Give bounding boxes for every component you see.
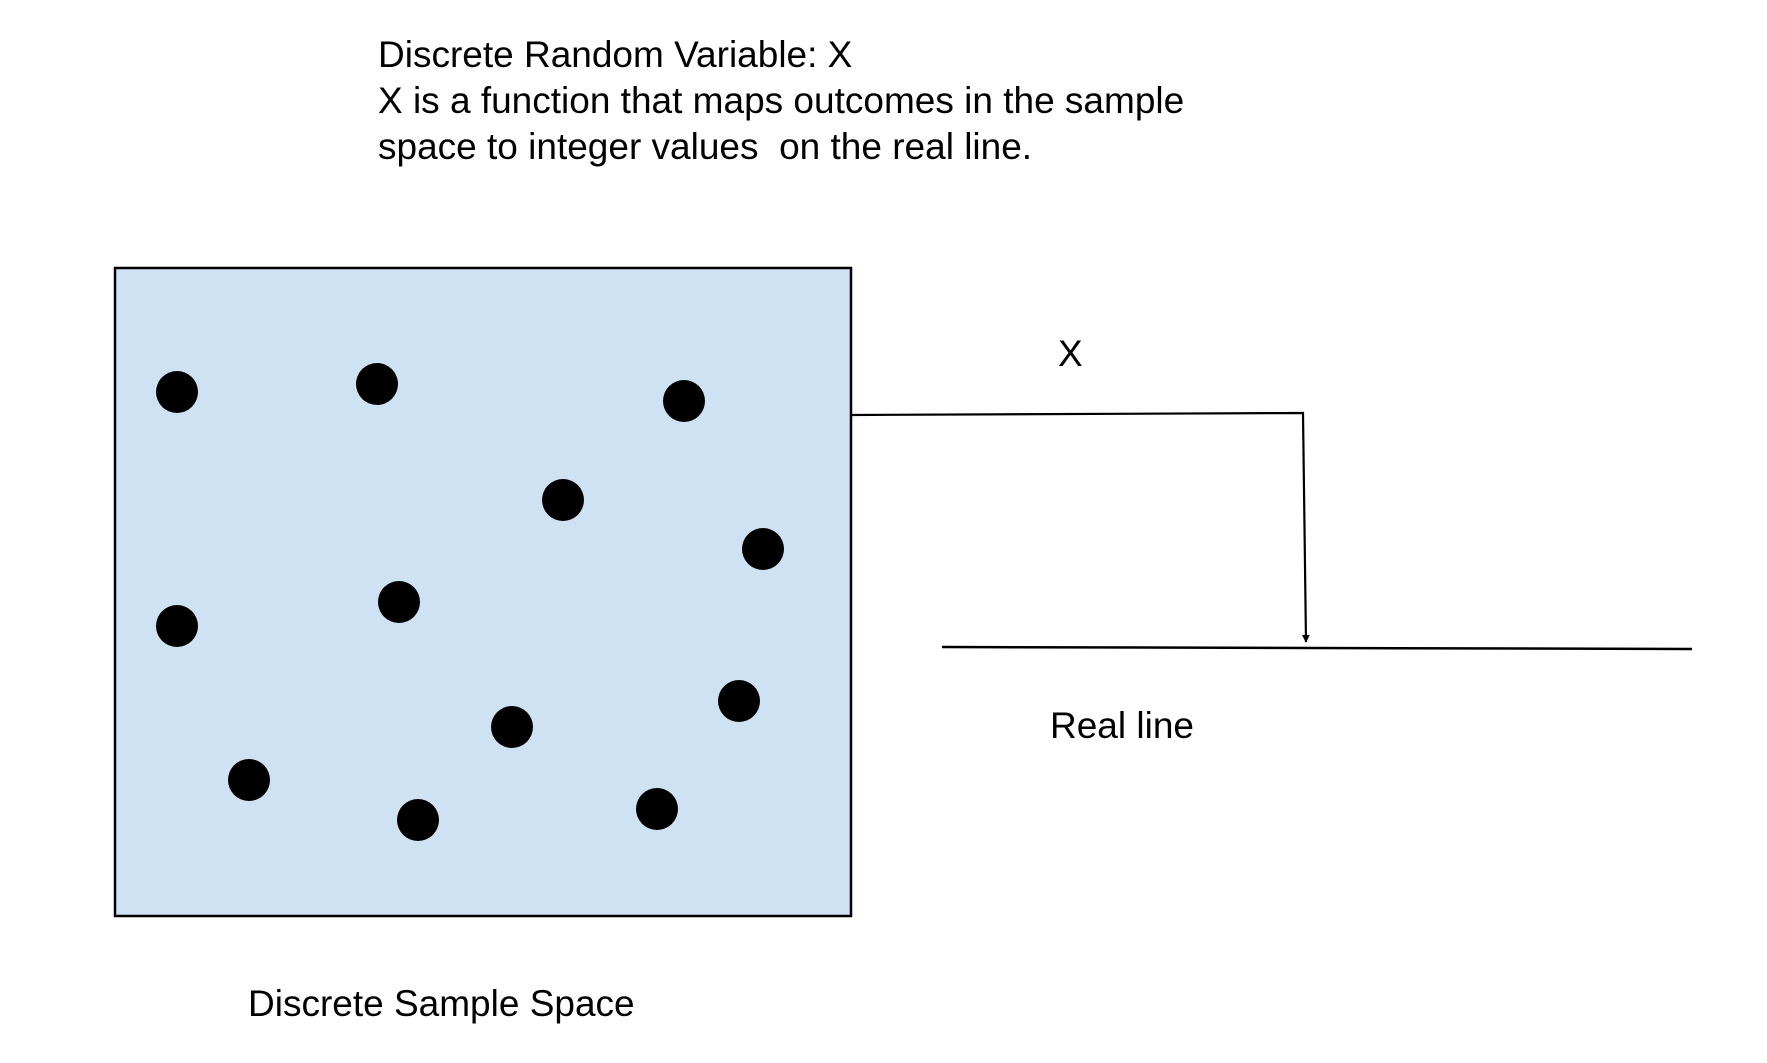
outcome-dot xyxy=(636,788,678,830)
outcome-dot xyxy=(156,605,198,647)
outcome-dot xyxy=(378,581,420,623)
heading-description-line-2: space to integer values on the real line… xyxy=(378,126,1033,167)
outcome-dot xyxy=(542,479,584,521)
real-line xyxy=(941,645,1693,651)
mapping-label: X xyxy=(1058,333,1083,374)
mapping-connector xyxy=(850,411,1310,643)
real-line-label: Real line xyxy=(1050,705,1194,746)
sample-space-label: Discrete Sample Space xyxy=(248,983,635,1024)
outcome-dot xyxy=(718,680,760,722)
heading-title: Discrete Random Variable: X xyxy=(378,34,853,75)
sample-outcomes xyxy=(156,363,784,841)
outcome-dot xyxy=(156,371,198,413)
outcome-dot xyxy=(228,759,270,801)
diagram-heading: Discrete Random Variable: X X is a funct… xyxy=(378,32,1184,170)
outcome-dot xyxy=(356,363,398,405)
outcome-dot xyxy=(742,528,784,570)
outcome-dot xyxy=(397,799,439,841)
outcome-dot xyxy=(663,380,705,422)
heading-description-line-1: X is a function that maps outcomes in th… xyxy=(378,80,1185,121)
outcome-dot xyxy=(491,706,533,748)
sample-space-box xyxy=(113,266,853,918)
